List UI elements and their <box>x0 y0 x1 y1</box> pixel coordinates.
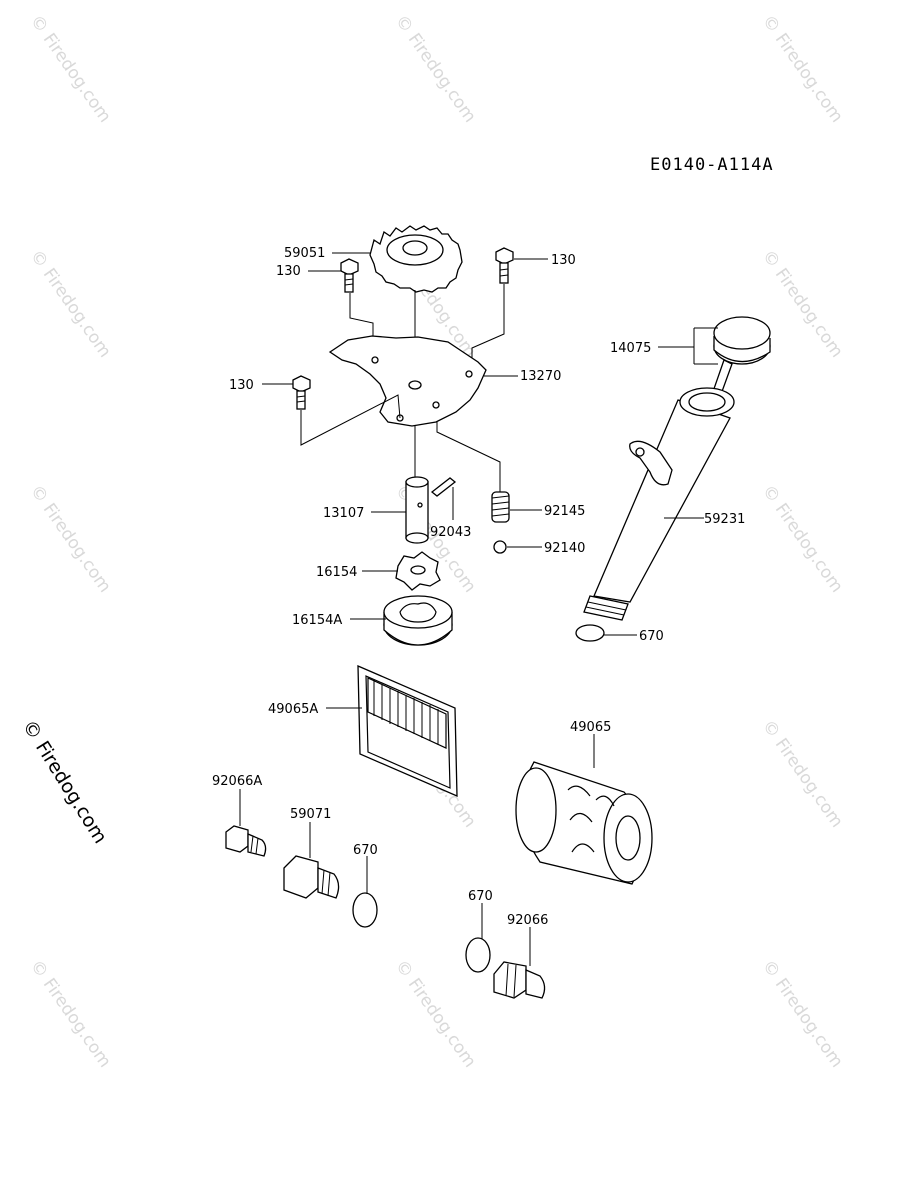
watermark: © Firedog.com <box>758 246 847 361</box>
part-number-670: 670 <box>353 843 378 858</box>
bolt-part <box>292 375 401 446</box>
oring-part <box>465 937 491 973</box>
part-number-92066: 92066 <box>507 913 548 928</box>
watermark: © Firedog.com <box>26 956 115 1071</box>
gear-part <box>369 225 463 380</box>
part-number-92043: 92043 <box>430 525 471 540</box>
oring-part <box>575 624 605 642</box>
part-number-92066A: 92066A <box>212 774 262 789</box>
part-number-13107: 13107 <box>323 506 364 521</box>
watermark: © Firedog.com <box>391 956 480 1071</box>
part-number-14075: 14075 <box>610 341 651 356</box>
ball-part <box>493 540 507 554</box>
plug-part <box>225 825 267 857</box>
watermark: © Firedog.com <box>26 11 115 126</box>
part-number-59051: 59051 <box>284 246 325 261</box>
part-number-59231: 59231 <box>704 512 745 527</box>
bolt-part <box>471 247 514 370</box>
filler-tube-part <box>583 387 735 621</box>
outer-rotor-part <box>383 595 453 646</box>
watermark: © Firedog.com <box>26 481 115 596</box>
part-number-49065A: 49065A <box>268 702 318 717</box>
plate-part <box>328 335 487 480</box>
part-number-92140: 92140 <box>544 541 585 556</box>
part-number-49065: 49065 <box>570 720 611 735</box>
watermark: © Firedog.com <box>758 716 847 831</box>
watermark: © Firedog.com <box>758 956 847 1071</box>
watermark: © Firedog.com <box>758 11 847 126</box>
plug-part <box>493 961 546 999</box>
shaft-part <box>405 476 429 544</box>
inner-rotor-part <box>395 551 441 591</box>
watermark: © Firedog.com <box>758 481 847 596</box>
part-number-16154A: 16154A <box>292 613 342 628</box>
side-copyright: © Firedog.com <box>18 716 112 847</box>
part-number-670: 670 <box>468 889 493 904</box>
watermark: © Firedog.com <box>26 246 115 361</box>
diagram-code: E0140-A114A <box>650 155 774 175</box>
part-number-130: 130 <box>229 378 254 393</box>
part-number-16154: 16154 <box>316 565 357 580</box>
part-number-92145: 92145 <box>544 504 585 519</box>
part-number-130: 130 <box>551 253 576 268</box>
spring-part <box>491 491 510 523</box>
part-number-59071: 59071 <box>290 807 331 822</box>
oring-part <box>352 892 378 928</box>
oil-filter-part <box>515 761 653 885</box>
part-number-670: 670 <box>639 629 664 644</box>
screen-part <box>357 665 458 797</box>
part-number-130: 130 <box>276 264 301 279</box>
pin-part <box>430 477 457 520</box>
part-number-13270: 13270 <box>520 369 561 384</box>
watermark: © Firedog.com <box>391 11 480 126</box>
fitting-part <box>283 855 340 899</box>
